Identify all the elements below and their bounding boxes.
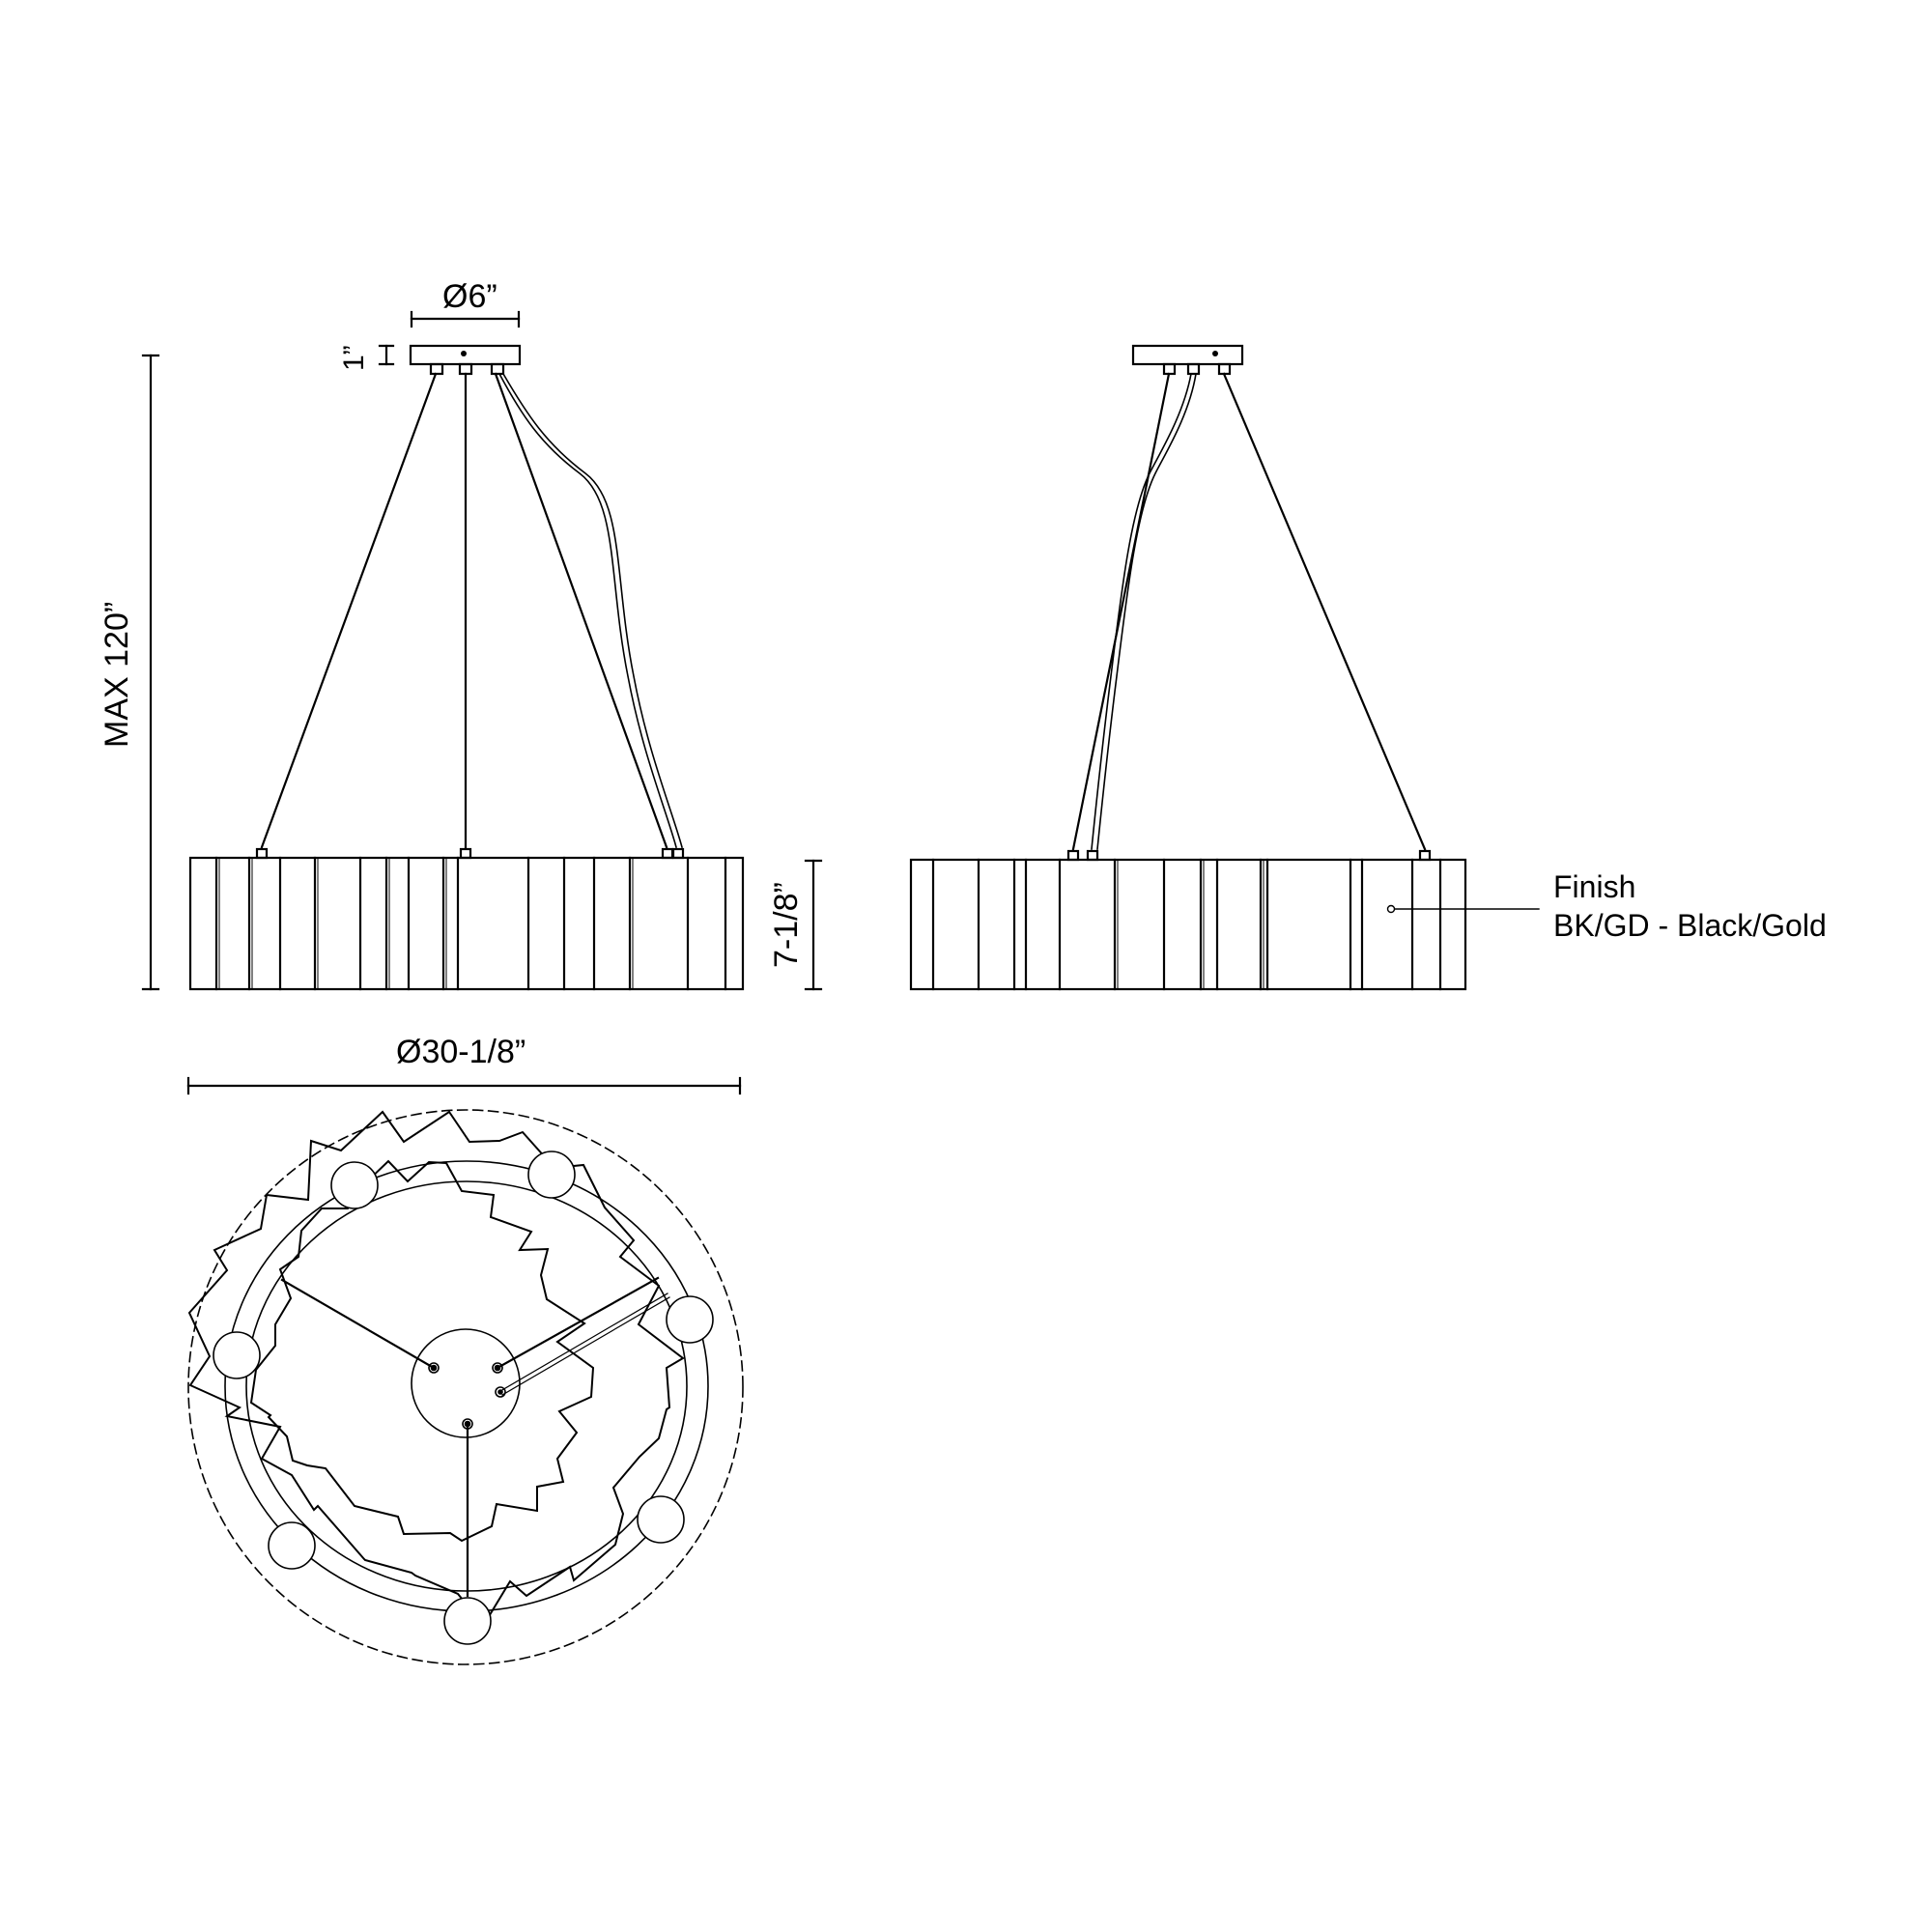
light-globe xyxy=(527,1151,576,1199)
label-shade-diameter: Ø30-1/8” xyxy=(396,1034,526,1070)
finish-callout-marker xyxy=(1386,904,1396,914)
power-cord xyxy=(497,372,677,848)
label-shade-height: 7-1/8” xyxy=(768,882,805,968)
light-globe xyxy=(213,1331,261,1379)
dimension-canopy-height xyxy=(378,344,395,366)
suspension-cable xyxy=(260,372,438,849)
canopy-screw-icon xyxy=(1212,351,1218,356)
label-canopy-diameter: Ø6” xyxy=(442,278,497,315)
dimension-max-height xyxy=(141,354,160,991)
shade-outer-zigzag xyxy=(187,1110,685,1624)
light-globe xyxy=(268,1521,316,1570)
light-globe xyxy=(666,1295,714,1344)
plan-view xyxy=(187,1109,744,1665)
canopy-screw-icon xyxy=(461,351,467,356)
power-cord xyxy=(1091,373,1192,850)
shade-inner-zigzag xyxy=(249,1159,595,1543)
finish-callout: Finish BK/GD - Black/Gold xyxy=(1553,867,1827,945)
outer-envelope-dashed xyxy=(187,1109,744,1665)
shade-panel-lines xyxy=(931,858,1442,991)
finish-option: BK/GD - Black/Gold xyxy=(1553,908,1827,943)
plan-cable xyxy=(280,1278,436,1370)
label-canopy-height: 1” xyxy=(338,345,370,371)
canopy xyxy=(1131,344,1244,366)
dimension-shade-height xyxy=(804,859,823,991)
shade-side xyxy=(909,858,1467,991)
canopy-hub xyxy=(411,1328,521,1438)
suspension-cable xyxy=(1222,372,1427,851)
plan-cable xyxy=(496,1276,660,1370)
finish-heading: Finish xyxy=(1553,869,1636,904)
hub-anchor-icon xyxy=(495,1386,506,1398)
label-max-height: MAX 120” xyxy=(99,601,135,748)
hub-anchor-icon xyxy=(428,1362,440,1374)
light-globe xyxy=(637,1495,685,1544)
plan-power-cord xyxy=(499,1293,668,1392)
dimension-canopy-diameter xyxy=(410,310,521,328)
suspension-cable xyxy=(494,372,668,849)
light-globe xyxy=(443,1597,492,1645)
side-elevation xyxy=(909,344,1540,991)
suspension-cable xyxy=(1071,372,1171,851)
hub-anchor-icon xyxy=(462,1418,473,1430)
light-globe xyxy=(330,1161,379,1209)
front-elevation xyxy=(188,344,745,991)
shade-panel-lines xyxy=(214,856,727,991)
hub-anchor-icon xyxy=(492,1362,503,1374)
dimension-shade-diameter xyxy=(186,1076,742,1095)
shade-front xyxy=(188,856,745,991)
